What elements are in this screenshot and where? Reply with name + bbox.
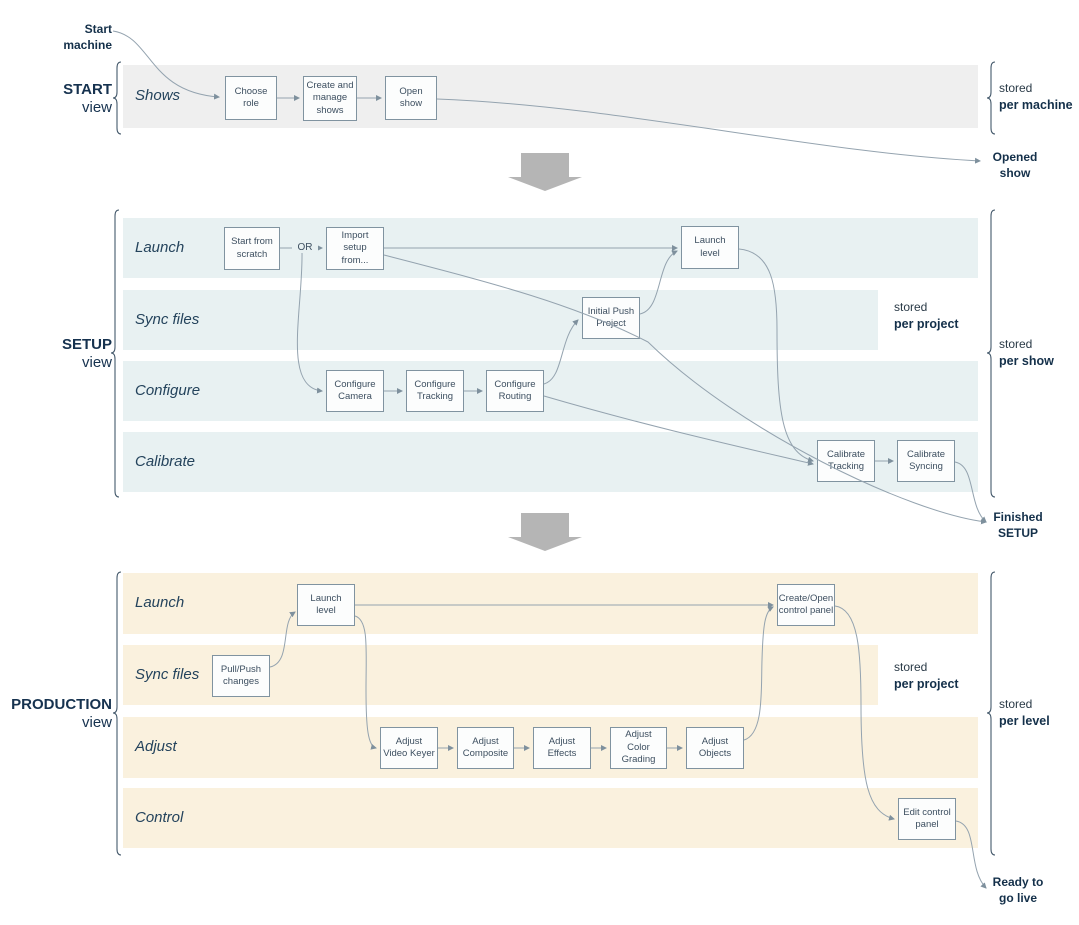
note-stored-scope: per machine [999, 98, 1073, 112]
box-pull-push-changes: Pull/Push changes [212, 655, 270, 697]
note-stored-scope: per show [999, 354, 1054, 368]
lane-label-setup-calibrate: Calibrate [135, 453, 196, 470]
note-stored-word: stored [894, 660, 928, 674]
lane-label-production-sync-files: Sync files [135, 666, 200, 683]
view-label-production-title: PRODUCTION [11, 696, 112, 713]
brace-stored-per-machine [986, 61, 996, 135]
lane-label-production-control: Control [135, 809, 184, 826]
brace-production-view [112, 571, 122, 856]
lane-label-setup-sync-files: Sync files [135, 311, 200, 328]
lane-label-setup-launch: Launch [135, 239, 185, 256]
annotation-start-machine: Start machine [63, 22, 112, 52]
box-adjust-composite: Adjust Composite [457, 727, 514, 769]
view-label-setup-sub: view [81, 354, 112, 371]
box-configure-camera: Configure Camera [326, 370, 384, 412]
box-adjust-effects: Adjust Effects [533, 727, 591, 769]
annotation-finished-setup: Finished SETUP [993, 510, 1043, 540]
lane-label-setup-configure: Configure [135, 382, 201, 399]
section-arrow-start-to-setup [508, 153, 582, 191]
note-stored-word: stored [999, 337, 1033, 351]
note-stored-scope: per project [894, 677, 959, 691]
box-edit-control-panel: Edit control panel [898, 798, 956, 840]
annotation-ready-to-go-live: Ready to go live [992, 875, 1044, 905]
or-connector-label: OR [292, 242, 318, 253]
lane-label-shows: Shows [135, 87, 181, 104]
view-label-setup: SETUP view [20, 336, 112, 372]
view-label-setup-title: SETUP [61, 336, 112, 353]
box-create-open-panel: Create/Open control panel [777, 584, 835, 626]
box-setup-launch-level: Launch level [681, 226, 739, 269]
note-production-stored-per-project: stored per project [894, 659, 959, 693]
box-adjust-objects: Adjust Objects [686, 727, 744, 769]
section-arrow-setup-to-production [508, 513, 582, 551]
connector-launch-level-to-calibrate-tracking [738, 248, 814, 463]
box-calibrate-tracking: Calibrate Tracking [817, 440, 875, 482]
brace-setup-view [110, 209, 120, 498]
box-initial-push: Initial Push Project [582, 297, 640, 339]
box-create-manage-shows: Create and manage shows [303, 76, 357, 121]
note-stored-per-machine: stored per machine [999, 80, 1073, 114]
brace-stored-per-show [986, 209, 996, 498]
note-stored-scope: per level [999, 714, 1050, 728]
view-label-production: PRODUCTION view [0, 696, 112, 732]
box-start-from-scratch: Start from scratch [224, 227, 280, 270]
brace-start-view [112, 61, 122, 135]
box-choose-role: Choose role [225, 76, 277, 120]
note-stored-per-level: stored per level [999, 696, 1050, 730]
brace-stored-per-level [986, 571, 996, 856]
box-configure-routing: Configure Routing [486, 370, 544, 412]
note-stored-scope: per project [894, 317, 959, 331]
lane-band-production-control [123, 788, 978, 848]
box-production-launch-level: Launch level [297, 584, 355, 626]
box-calibrate-syncing: Calibrate Syncing [897, 440, 955, 482]
box-configure-tracking: Configure Tracking [406, 370, 464, 412]
view-label-start: START view [20, 81, 112, 117]
box-adjust-video-keyer: Adjust Video Keyer [380, 727, 438, 769]
note-stored-per-show: stored per show [999, 336, 1054, 370]
note-setup-stored-per-project: stored per project [894, 299, 959, 333]
note-stored-word: stored [894, 300, 928, 314]
view-label-start-title: START [63, 81, 112, 98]
lane-band-setup-configure [123, 361, 978, 421]
box-import-setup: Import setup from... [326, 227, 384, 270]
view-label-production-sub: view [81, 714, 112, 731]
annotation-opened-show: Opened show [992, 150, 1038, 180]
box-adjust-color-grading: Adjust Color Grading [610, 727, 667, 769]
lane-label-production-launch: Launch [135, 594, 185, 611]
note-stored-word: stored [999, 697, 1033, 711]
lane-label-production-adjust: Adjust [135, 738, 177, 755]
box-open-show: Open show [385, 76, 437, 120]
note-stored-word: stored [999, 81, 1033, 95]
lane-band-production-launch [123, 573, 978, 634]
view-label-start-sub: view [81, 99, 112, 116]
lane-band-setup-sync-files [123, 290, 878, 350]
